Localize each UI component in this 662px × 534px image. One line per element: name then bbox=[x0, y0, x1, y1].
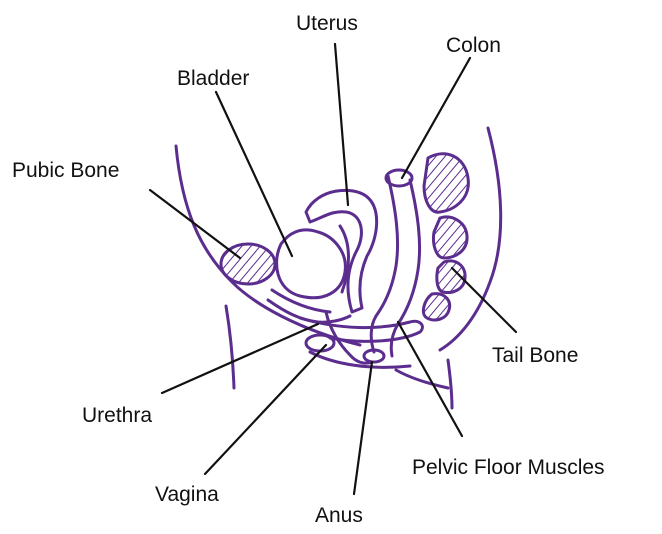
body-outline-front bbox=[176, 146, 360, 345]
urethra-tube bbox=[268, 300, 350, 322]
perineum-outline-2 bbox=[396, 370, 448, 388]
pelvic-floor-sling bbox=[300, 318, 422, 341]
label-tail-bone: Tail Bone bbox=[492, 345, 578, 366]
label-bladder: Bladder bbox=[177, 68, 249, 89]
perineum-outline bbox=[310, 352, 410, 367]
leader-anus bbox=[354, 362, 372, 494]
leader-urethra bbox=[162, 324, 318, 393]
thigh-outline-right bbox=[448, 360, 452, 408]
tail-bone-shape bbox=[423, 154, 468, 320]
label-vagina: Vagina bbox=[155, 484, 219, 505]
leader-bladder bbox=[216, 92, 292, 256]
label-uterus: Uterus bbox=[296, 13, 358, 34]
leader-vagina bbox=[205, 345, 326, 474]
leader-tail-bone bbox=[452, 268, 516, 332]
label-colon: Colon bbox=[446, 35, 501, 56]
thigh-outline-left bbox=[226, 306, 234, 388]
bladder-shape bbox=[277, 230, 346, 298]
leader-pubic-bone bbox=[150, 190, 240, 258]
leader-uterus bbox=[335, 44, 348, 205]
label-pubic-bone: Pubic Bone bbox=[12, 160, 119, 181]
label-urethra: Urethra bbox=[82, 405, 152, 426]
label-anus: Anus bbox=[315, 505, 363, 526]
label-pelvic-floor-muscles: Pelvic Floor Muscles bbox=[412, 457, 605, 478]
